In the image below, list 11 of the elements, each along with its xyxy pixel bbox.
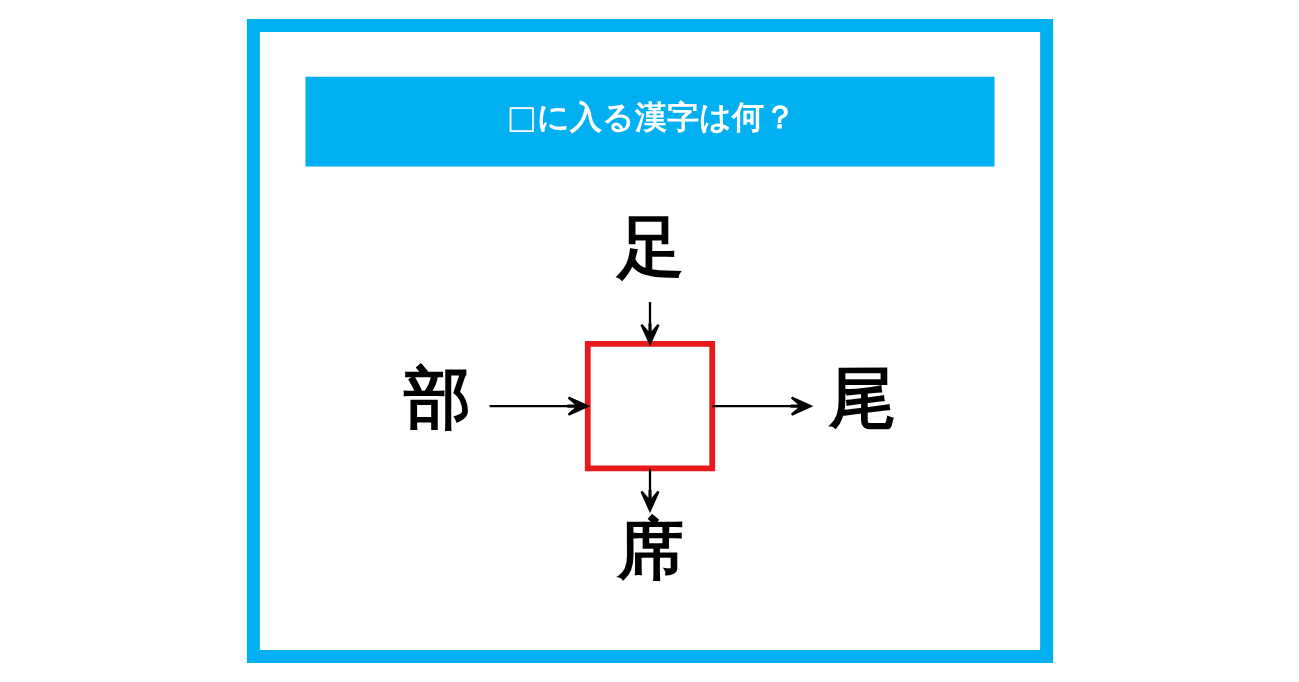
node-text: 部 [403, 359, 471, 438]
cluster [246, 18, 1053, 664]
node-box [584, 341, 715, 472]
node-text: 尾 [829, 359, 896, 438]
node-box: □に入る漢字は何？ [305, 76, 994, 167]
node-text: 足 [616, 207, 684, 286]
arrow [711, 396, 812, 416]
arrow [489, 396, 588, 416]
arrow [639, 468, 660, 512]
node-text: 席 [616, 510, 684, 589]
arrow [639, 302, 660, 345]
